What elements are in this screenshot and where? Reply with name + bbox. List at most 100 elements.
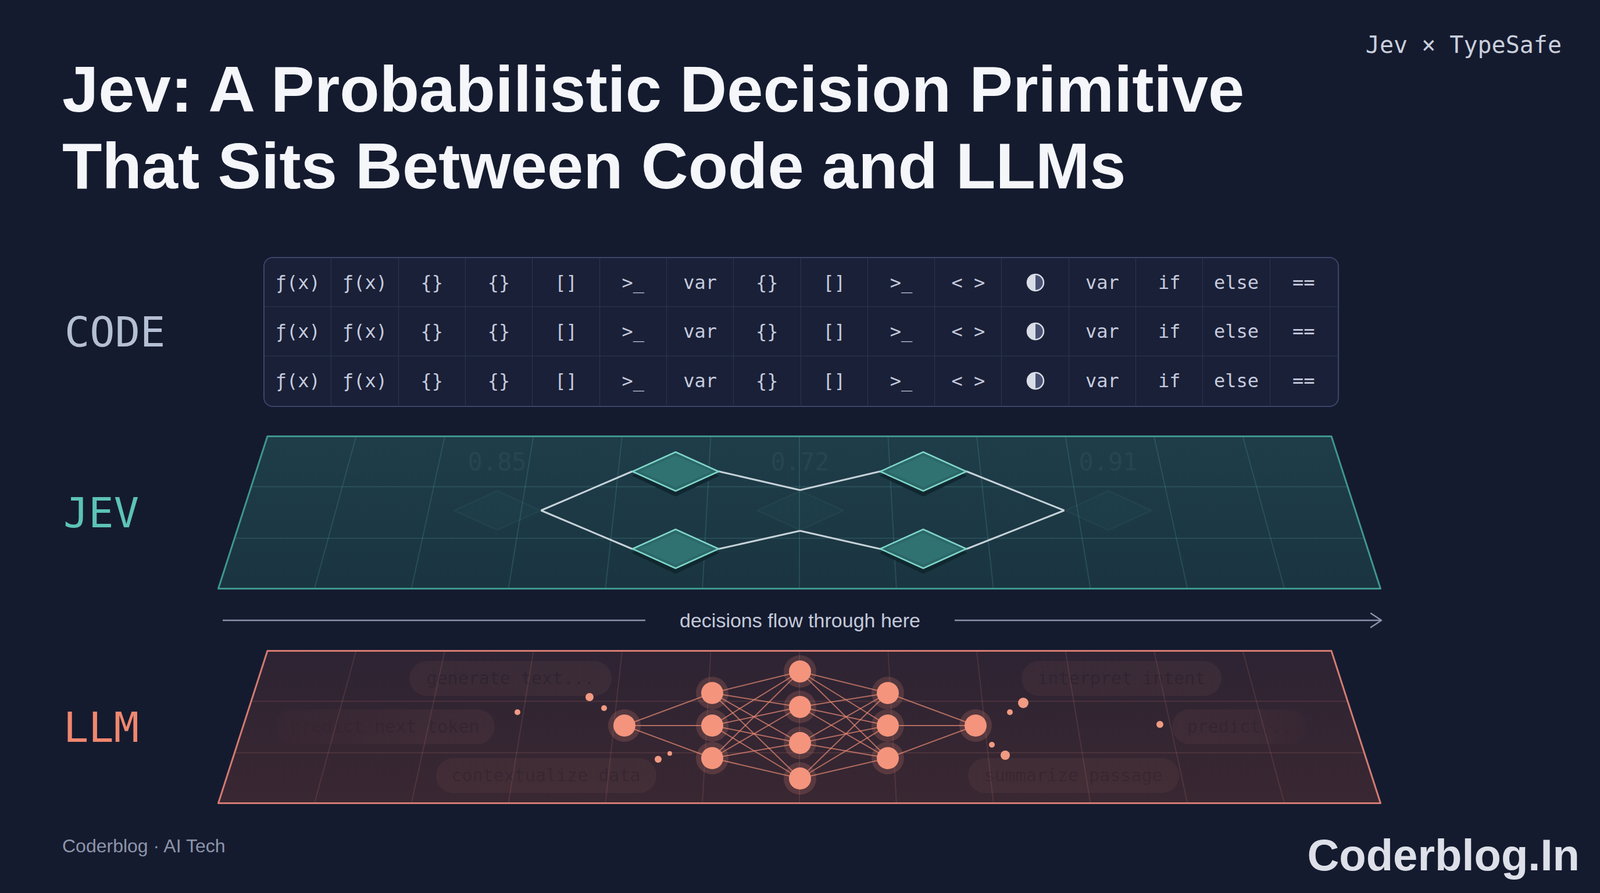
grid-line bbox=[798, 436, 800, 589]
table-cell: ƒ(x) bbox=[264, 258, 332, 307]
diamond-face bbox=[632, 452, 719, 492]
flow-arrowhead bbox=[1370, 613, 1382, 628]
grid-line bbox=[1243, 651, 1285, 804]
neuron-glow bbox=[871, 676, 905, 710]
neuron-glow bbox=[695, 709, 729, 742]
grid-line bbox=[411, 436, 445, 589]
neural-network bbox=[608, 655, 992, 795]
neuron bbox=[876, 714, 899, 737]
network-link bbox=[800, 706, 888, 759]
network-link bbox=[712, 725, 800, 744]
decision-link bbox=[541, 510, 801, 549]
table-cell: ƒ(x) bbox=[331, 258, 399, 307]
table-cell: var bbox=[666, 258, 734, 307]
neuron-glow bbox=[783, 690, 817, 724]
table-cell: {} bbox=[398, 258, 466, 307]
table-cell: ƒ(x) bbox=[264, 356, 332, 406]
network-link bbox=[712, 743, 800, 759]
half-circle-symbol bbox=[1025, 272, 1046, 293]
symbol-ring bbox=[1027, 274, 1044, 291]
neuron-glow bbox=[783, 655, 817, 688]
grid-line bbox=[1154, 436, 1188, 589]
table-cell: < > bbox=[934, 356, 1002, 406]
network-link bbox=[712, 671, 800, 759]
grid-line bbox=[508, 436, 534, 589]
network-link bbox=[800, 671, 888, 726]
diamond-highlight bbox=[640, 455, 712, 488]
half-circle-symbol bbox=[1025, 370, 1046, 391]
thought-dot bbox=[1006, 709, 1013, 716]
grid-line bbox=[508, 651, 534, 804]
table-cell: else bbox=[1202, 356, 1270, 406]
symbol-fill bbox=[1027, 274, 1044, 291]
table-cell: {} bbox=[733, 306, 801, 356]
band-outline bbox=[217, 435, 1382, 590]
network-link bbox=[800, 671, 888, 694]
decision-link bbox=[800, 471, 1065, 511]
network-link bbox=[887, 725, 976, 727]
table-cell: == bbox=[1270, 258, 1338, 307]
symbol-fill bbox=[1027, 323, 1044, 340]
neuron bbox=[788, 767, 812, 790]
table-cell: {} bbox=[465, 306, 533, 356]
network-link bbox=[800, 725, 888, 744]
thought-dot bbox=[1018, 697, 1029, 709]
grid-line bbox=[798, 651, 800, 804]
network-link bbox=[712, 693, 800, 779]
flow-line bbox=[222, 619, 646, 622]
grid-line bbox=[234, 537, 1366, 539]
thought-dot bbox=[585, 693, 594, 702]
table-cell: var bbox=[666, 306, 734, 356]
diamond-highlight bbox=[887, 533, 960, 565]
diamond-highlight bbox=[887, 455, 960, 488]
band-outline bbox=[217, 650, 1382, 805]
thought-dot bbox=[988, 741, 995, 748]
half-circle-symbol bbox=[1025, 321, 1046, 342]
band-fill bbox=[218, 436, 1381, 589]
band-heading: CODE bbox=[64, 305, 166, 359]
flow-line bbox=[954, 619, 1381, 622]
symbol-cell bbox=[1001, 356, 1069, 406]
path-diamond bbox=[631, 529, 720, 575]
thought-dot bbox=[667, 751, 673, 756]
neuron-glow bbox=[871, 709, 905, 742]
decision-link bbox=[541, 471, 801, 511]
grid-line bbox=[250, 700, 1348, 702]
decision-link bbox=[800, 510, 1065, 549]
grid-line bbox=[314, 651, 357, 804]
table-cell: {} bbox=[733, 356, 801, 406]
path-diamond bbox=[631, 452, 720, 498]
code-table: ƒ(x)ƒ(x){}{}[]>_var{}[]>_< >varifelse==ƒ… bbox=[264, 258, 1338, 406]
neuron bbox=[876, 747, 899, 770]
network-link bbox=[712, 706, 800, 759]
table-cell: if bbox=[1136, 356, 1203, 406]
neuron bbox=[964, 714, 987, 737]
network-link bbox=[712, 671, 800, 726]
neuron-glow bbox=[608, 709, 641, 742]
brand-tag: Jev × TypeSafe bbox=[1305, 30, 1562, 60]
network-link bbox=[712, 725, 800, 779]
diagram-title: Jev: A Probabilistic Decision Primitive … bbox=[62, 51, 1342, 205]
grid-line bbox=[702, 436, 711, 589]
network-link bbox=[624, 725, 713, 759]
network-link bbox=[712, 671, 800, 694]
footer-note: Coderblog · AI Tech bbox=[62, 834, 412, 858]
network-link bbox=[712, 693, 800, 744]
table-cell: < > bbox=[934, 258, 1002, 307]
network-link bbox=[800, 693, 888, 779]
table-cell: == bbox=[1270, 356, 1338, 406]
table-cell: >_ bbox=[600, 356, 667, 406]
grid-line bbox=[1065, 651, 1091, 804]
grid-line bbox=[976, 436, 994, 589]
diamond-shadow bbox=[631, 533, 720, 574]
jev-band: 0.850.720.91JEV bbox=[217, 435, 1382, 590]
diamond-highlight bbox=[640, 533, 712, 565]
network-link bbox=[624, 725, 713, 727]
grid-line bbox=[605, 436, 623, 589]
diamond-face bbox=[880, 452, 967, 492]
neuron-glow bbox=[783, 762, 817, 795]
path-diamond bbox=[879, 452, 968, 498]
band-border bbox=[218, 436, 1381, 589]
neuron bbox=[876, 681, 899, 705]
